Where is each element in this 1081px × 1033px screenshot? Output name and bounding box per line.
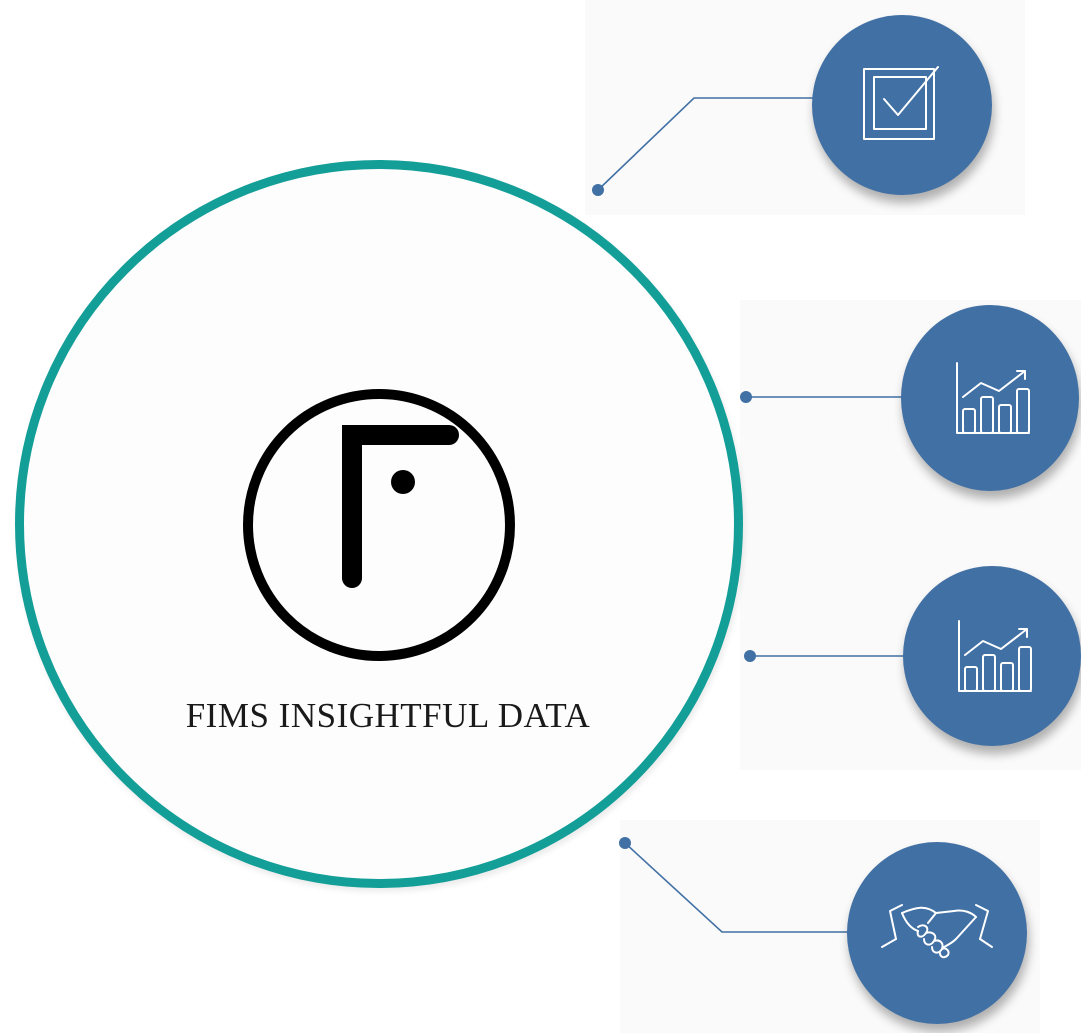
connector-dot-2 xyxy=(740,391,752,403)
connector-dot-3 xyxy=(744,650,756,662)
node-analytics-2[interactable] xyxy=(903,566,1081,746)
connector-line-4 xyxy=(624,842,852,933)
bar-chart-trend-icon xyxy=(956,362,1030,434)
bar-chart-trend-icon xyxy=(958,620,1032,692)
circled-f-logo-icon xyxy=(243,389,515,661)
node-checkbox[interactable] xyxy=(812,15,992,195)
handshake-icon xyxy=(881,904,993,959)
node-analytics-1[interactable] xyxy=(901,305,1079,491)
connector-dot-4 xyxy=(619,837,631,849)
brand-circle: FIMS INSIGHTFUL DATA xyxy=(15,160,743,888)
checkbox-icon xyxy=(863,66,939,140)
connector-dot-1 xyxy=(592,184,604,196)
node-partnership[interactable] xyxy=(847,842,1027,1024)
connector-line-1 xyxy=(597,97,818,191)
brand-name: FIMS INSIGHTFUL DATA xyxy=(185,696,591,735)
